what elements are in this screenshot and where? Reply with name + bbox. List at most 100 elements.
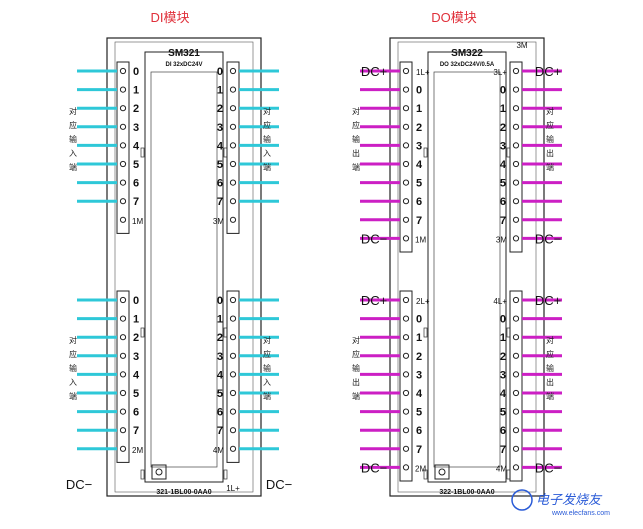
di_module-terminal-1-4 xyxy=(229,142,237,149)
do_module-terminal-3-3 xyxy=(512,371,520,378)
do_module-caption-3-3: 出 xyxy=(546,377,554,387)
do_module-supply-label-3: 4L+ xyxy=(493,297,507,306)
do_module-terminal-1-5 xyxy=(512,179,520,186)
do_module-terminal-supply-0 xyxy=(402,67,410,75)
do_module-pin-label-3-1: 1 xyxy=(500,332,506,344)
di_module-bus-label-left: DC− xyxy=(66,477,92,492)
do_module-screw-box xyxy=(434,464,450,480)
di_module-terminal-1-0 xyxy=(229,67,237,75)
do_module-pin-label-3-5: 5 xyxy=(500,407,506,419)
do_module-pin-label-3-0: 0 xyxy=(500,314,506,326)
do_module-pin-label-0-5: 5 xyxy=(416,178,422,190)
di_module-notch-right-2 xyxy=(223,469,228,480)
di_module-common-label-3: 4M xyxy=(213,446,224,455)
di_module-terminal-1-2 xyxy=(229,105,237,112)
di_module-pin-label-1-7: 7 xyxy=(217,196,223,208)
do_module-notch-left-0 xyxy=(423,147,428,158)
do_module-terminal-strip-3 xyxy=(509,290,523,482)
di-title: DI模块 xyxy=(150,10,189,25)
di_module-pin-label-2-7: 7 xyxy=(133,425,139,437)
do_module-label-panel xyxy=(427,51,507,483)
di_module-pin-label-3-1: 1 xyxy=(217,314,223,326)
do_module-pin-label-2-4: 4 xyxy=(416,388,423,400)
do_module-caption-3-0: 对 xyxy=(546,335,554,345)
di_module-caption-2-4: 端 xyxy=(69,391,77,401)
do_module-terminal-2-1 xyxy=(402,334,410,341)
do_module-terminal-0-5 xyxy=(402,179,410,186)
do_module-dc-minus-2: DC− xyxy=(361,460,387,475)
do_module-terminal-1-4 xyxy=(512,160,520,168)
do_module-caption-1-4: 端 xyxy=(546,162,554,172)
di_module-terminal-0-5 xyxy=(119,160,127,168)
di_module-terminal-0-0 xyxy=(119,67,127,75)
di_module-common-label-0: 1M xyxy=(132,217,143,226)
do_module-terminal-supply-3 xyxy=(512,296,520,304)
do_module-terminal-2-7 xyxy=(402,445,410,452)
do_module-terminal-3-5 xyxy=(512,408,520,415)
do_module-pin-label-1-7: 7 xyxy=(500,215,506,227)
do_module-inner-frame xyxy=(397,41,537,493)
do_module-caption-0-0: 对 xyxy=(352,106,360,116)
di_module-terminal-3-7 xyxy=(229,427,237,434)
do_module-caption-2-1: 应 xyxy=(352,349,360,359)
do_module-dc-plus-3: DC+ xyxy=(535,293,561,308)
di_module-terminal-1-5 xyxy=(229,160,237,168)
do_module-terminal-common-3 xyxy=(512,464,520,471)
di_module-terminal-2-3 xyxy=(119,352,127,359)
do_module-caption-3-4: 端 xyxy=(546,391,554,401)
do_module-notch-left-1 xyxy=(423,327,428,338)
di_module-pin-label-2-5: 5 xyxy=(133,388,139,400)
di_module-caption-0-3: 入 xyxy=(69,149,77,158)
di_module-terminal-common-1 xyxy=(229,216,237,223)
di_module-pin-label-1-5: 5 xyxy=(217,159,223,171)
do_module-dc-minus-0: DC− xyxy=(361,231,387,246)
di_module-screw xyxy=(155,468,163,476)
do_module-pin-label-2-7: 7 xyxy=(416,444,422,456)
di_module-terminal-1-7 xyxy=(229,198,237,205)
do_module-terminal-2-5 xyxy=(402,408,410,415)
do_module-terminal-common-1 xyxy=(512,235,520,242)
do_module-terminal-3-4 xyxy=(512,389,520,397)
do_module-caption-3-1: 应 xyxy=(546,349,554,359)
di_module-pin-label-3-7: 7 xyxy=(217,425,223,437)
do_module-pin-label-0-1: 1 xyxy=(416,103,422,115)
do_module-pin-label-2-5: 5 xyxy=(416,407,422,419)
watermark-url: www.elecfans.com xyxy=(551,510,610,517)
do_module-pin-label-0-7: 7 xyxy=(416,215,422,227)
do_module-pin-label-0-6: 6 xyxy=(416,196,422,208)
do_module-dc-plus-2: DC+ xyxy=(361,293,387,308)
di_module-terminal-2-6 xyxy=(119,408,127,415)
di_module-common-label-1: 3M xyxy=(213,217,224,226)
di_module-terminal-3-6 xyxy=(229,408,237,415)
do_module-pin-label-1-0: 0 xyxy=(500,85,506,97)
di_module-caption-1-1: 应 xyxy=(263,120,271,130)
di_module-terminal-1-1 xyxy=(229,86,237,93)
do_module-dc-minus-3: DC− xyxy=(535,460,561,475)
do_module-supply-label-1: 3L+ xyxy=(493,68,507,77)
di_module-pin-label-3-5: 5 xyxy=(217,388,223,400)
do_module-caption-3-2: 输 xyxy=(546,363,554,373)
do_module-pin-label-2-0: 0 xyxy=(416,314,422,326)
do_module-terminal-common-2 xyxy=(402,464,410,471)
do_module-terminal-3-2 xyxy=(512,352,520,359)
di_module-terminal-0-1 xyxy=(119,86,127,93)
di_module-caption-2-2: 输 xyxy=(69,363,77,373)
do_module-pin-label-2-6: 6 xyxy=(416,425,422,437)
do_module-pin-label-2-3: 3 xyxy=(416,369,422,381)
do_module-pin-label-1-4: 4 xyxy=(500,159,507,171)
do_module-caption-1-2: 输 xyxy=(546,134,554,144)
do_module-terminal-3-0 xyxy=(512,315,520,322)
di_module-terminal-0-4 xyxy=(119,142,127,149)
do_module-terminal-0-6 xyxy=(402,198,410,205)
di_module-pin-label-3-4: 4 xyxy=(217,369,224,381)
di_module-pin-label-1-6: 6 xyxy=(217,178,223,190)
di_module-common-label-2: 2M xyxy=(132,446,143,455)
do_module-common-label-2: 2M xyxy=(415,464,426,473)
do_module-terminal-2-3 xyxy=(402,371,410,378)
do_module-terminal-3-6 xyxy=(512,427,520,434)
di_module-label-panel xyxy=(144,51,224,483)
do_module-terminal-common-0 xyxy=(402,235,410,242)
di_module-notch-left-2 xyxy=(140,469,145,480)
di_module-terminal-3-1 xyxy=(229,315,237,322)
